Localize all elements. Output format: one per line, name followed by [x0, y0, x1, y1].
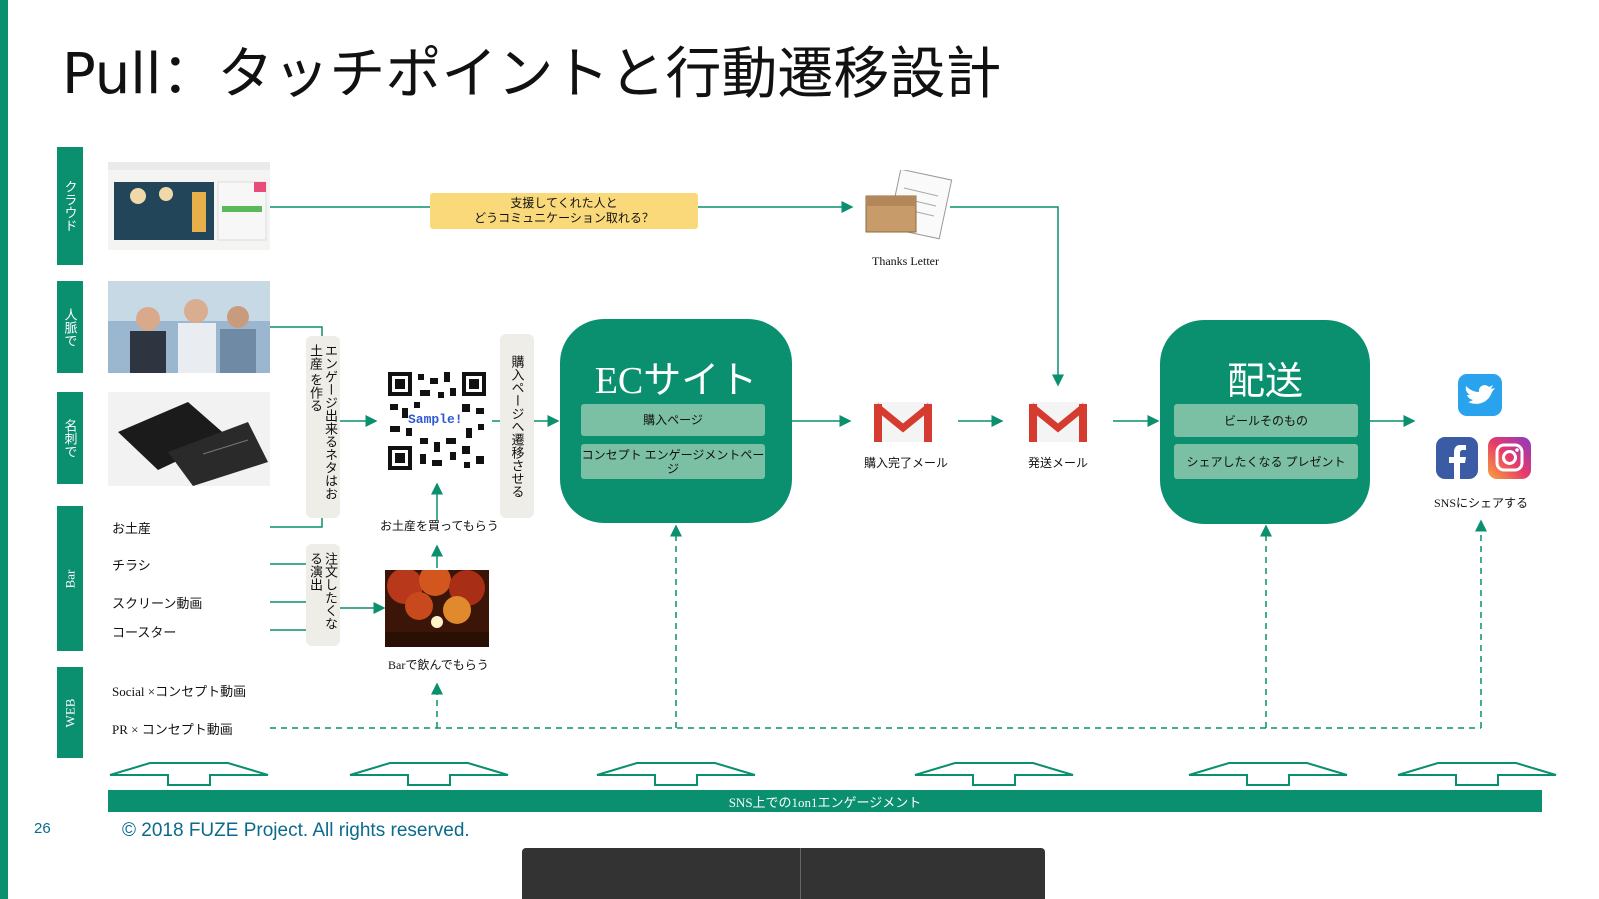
- crowdfunding-screenshot: [108, 162, 270, 250]
- row-tab-people: 人脈で: [57, 281, 83, 373]
- up-arrow-3: [596, 762, 756, 786]
- bar-item-coaster: コースター: [112, 625, 177, 640]
- ec-purchase-page-button: 購入ページ: [581, 404, 765, 436]
- business-card-photo: [108, 392, 270, 486]
- ec-site-title: ECサイト: [594, 360, 758, 402]
- bar-photo-caption: Barで飲んでもらう: [388, 658, 489, 672]
- mail-shipping-label: 発送メール: [1028, 456, 1089, 470]
- bar-photo: [385, 570, 489, 647]
- page-number: 26: [34, 820, 51, 837]
- row-tab-bar: Bar: [57, 506, 83, 651]
- toolbar-divider: [800, 848, 801, 899]
- row-tab-crowd: クラウド: [57, 147, 83, 265]
- people-handshake-photo: [108, 281, 270, 373]
- qr-caption: お土産を買ってもらう: [380, 519, 499, 533]
- up-arrow-4: [914, 762, 1074, 786]
- crowdfunding-page-image: [108, 162, 270, 241]
- gmail-icon: [1027, 398, 1089, 444]
- bar-item-screen-video: スクリーン動画: [112, 596, 203, 611]
- delivery-box: 配送 ビールそのもの シェアしたくなる プレゼント: [1160, 320, 1370, 524]
- letter-icon: [858, 168, 954, 242]
- qr-sample-label: Sample!: [408, 412, 463, 427]
- web-item-social: Social ×コンセプト動画: [112, 684, 247, 699]
- twitter-icon: [1458, 374, 1502, 416]
- up-arrow-5: [1188, 762, 1348, 786]
- bar-item-flyer: チラシ: [112, 558, 151, 573]
- delivery-beer-button: ビールそのもの: [1174, 404, 1358, 437]
- left-accent-bar: [0, 0, 8, 899]
- page-title: Pull：タッチポイントと行動遷移設計: [62, 42, 1002, 107]
- bar-image: [385, 570, 489, 647]
- web-item-pr: PR × コンセプト動画: [112, 722, 233, 737]
- callout-line-2: どうコミュニケーション取れる？: [474, 211, 654, 225]
- arrow-letter-to-mail: [950, 206, 1064, 387]
- bar-item-souvenir: お土産: [112, 521, 152, 536]
- business-card-image: [108, 392, 270, 486]
- copyright-footer: © 2018 FUZE Project. All rights reserved…: [122, 820, 470, 841]
- row-tab-card: 名刺で: [57, 392, 83, 484]
- vertical-label-souvenir: エンゲージ出来るネタはお土産 を作る: [306, 336, 340, 518]
- facebook-icon: [1436, 437, 1478, 479]
- vertical-label-order: 注文したくなる演出: [306, 544, 340, 646]
- instagram-icon: [1488, 437, 1531, 479]
- delivery-title: 配送: [1226, 361, 1303, 403]
- gmail-icon: [872, 398, 934, 444]
- callout-note: 支援してくれた人と どうコミュニケーション取れる？: [430, 193, 698, 229]
- up-arrow-2: [349, 762, 509, 786]
- row-tab-web: WEB: [57, 667, 83, 758]
- ec-site-box: ECサイト 購入ページ コンセプト エンゲージメントページ: [560, 319, 792, 523]
- up-arrow-1: [109, 762, 269, 786]
- sns-share-label: SNSにシェアする: [1434, 496, 1529, 510]
- lines-bar-items: [270, 563, 306, 631]
- ec-engagement-page-button: コンセプト エンゲージメントページ: [581, 444, 765, 479]
- viewer-toolbar[interactable]: [522, 848, 1045, 899]
- qr-code-icon: Sample!: [384, 368, 490, 474]
- delivery-present-button: シェアしたくなる プレゼント: [1174, 444, 1358, 479]
- thanks-letter-label: Thanks Letter: [872, 254, 939, 268]
- mail-purchase-complete-label: 購入完了メール: [864, 456, 949, 470]
- sns-engagement-bar: SNS上での1on1エンゲージメント: [108, 790, 1542, 812]
- callout-line-1: 支援してくれた人と: [510, 196, 618, 210]
- up-arrow-6: [1397, 762, 1557, 786]
- people-image: [108, 281, 270, 373]
- vertical-label-purchase-page: 購入ページへ遷移させる: [500, 334, 534, 518]
